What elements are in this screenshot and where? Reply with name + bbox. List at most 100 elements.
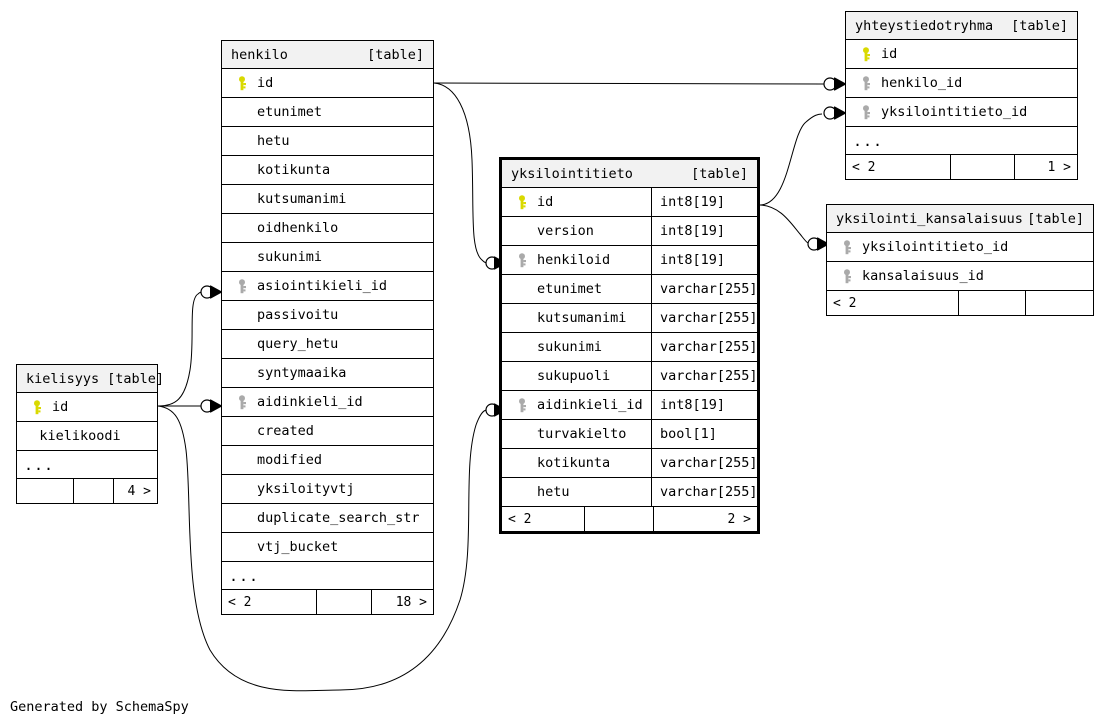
more-columns-ellipsis: ...: [222, 562, 433, 590]
column-type-cell: int8[19]: [651, 188, 757, 216]
table-name-label: henkilo: [231, 46, 288, 63]
column-name-cell: id: [846, 40, 1077, 68]
foreign-key-icon: [511, 252, 533, 268]
column-row-henkilo-etunimet[interactable]: etunimet: [222, 98, 433, 127]
column-row-kielisyys-kielikoodi[interactable]: kielikoodi: [17, 422, 157, 451]
table-henkilo[interactable]: henkilo[table] id etunimet hetu kotikunta kut…: [221, 40, 434, 615]
column-row-yhteystiedotryhma-id[interactable]: id: [846, 40, 1077, 69]
column-label: version: [537, 223, 594, 239]
footer-child-count[interactable]: 18 >: [395, 594, 427, 610]
column-row-henkilo-yksiloityvtj[interactable]: yksiloityvtj: [222, 475, 433, 504]
column-label: kotikunta: [257, 162, 331, 178]
column-name-cell: yksilointitieto_id: [827, 233, 1093, 261]
table-name-label: yksilointitieto: [511, 165, 633, 182]
footer-child-count[interactable]: 4 >: [127, 483, 151, 499]
column-row-henkilo-id[interactable]: id: [222, 69, 433, 98]
column-row-henkilo-modified[interactable]: modified: [222, 446, 433, 475]
column-label: yksiloityvtj: [257, 481, 355, 497]
column-label: sukunimi: [257, 249, 323, 265]
column-label: id: [257, 75, 274, 91]
foreign-key-icon: [855, 75, 877, 91]
column-label: created: [257, 423, 314, 439]
column-row-yhteystiedotryhma-yksilointitieto_id[interactable]: yksilointitieto_id: [846, 98, 1077, 127]
column-row-henkilo-kutsumanimi[interactable]: kutsumanimi: [222, 185, 433, 214]
column-name-cell: passivoitu: [222, 301, 433, 329]
table-footer-henkilo: < 2 18 >: [222, 590, 433, 614]
footer-parent-count[interactable]: < 2: [228, 594, 252, 610]
footer-parent-count[interactable]: [17, 479, 73, 503]
footer-child-count[interactable]: [1026, 291, 1093, 315]
column-name-cell: yksilointitieto_id: [846, 98, 1077, 126]
column-row-henkilo-duplicate_search_str[interactable]: duplicate_search_str: [222, 504, 433, 533]
edge-kielisyys-id-to-henkilo-aidinkieli-id: [158, 399, 222, 413]
table-header-henkilo: henkilo[table]: [222, 41, 433, 69]
column-type-cell: int8[19]: [651, 246, 757, 274]
column-row-yksilointitieto-id[interactable]: id int8[19]: [502, 188, 757, 217]
column-row-henkilo-query_hetu[interactable]: query_hetu: [222, 330, 433, 359]
column-row-henkilo-passivoitu[interactable]: passivoitu: [222, 301, 433, 330]
column-name-cell: modified: [222, 446, 433, 474]
footer-parent-count[interactable]: < 2: [508, 511, 532, 527]
column-row-kielisyys-id[interactable]: id: [17, 393, 157, 422]
column-name-cell: id: [222, 69, 433, 97]
column-name-cell: yksiloityvtj: [222, 475, 433, 503]
column-label: kansalaisuus_id: [862, 268, 984, 284]
column-name-cell: kansalaisuus_id: [827, 262, 1093, 290]
column-row-henkilo-vtj_bucket[interactable]: vtj_bucket: [222, 533, 433, 562]
column-label: aidinkieli_id: [537, 397, 643, 413]
edge-yksilointitieto-id-to-yksilointi-kansalaisuus-yksilointitieto-id: [759, 204, 829, 251]
edge-yksilointitieto-id-to-yhteystiedotryhma-yksilointitieto-id: [759, 106, 846, 206]
column-row-yksilointi_kansalaisuus-kansalaisuus_id[interactable]: kansalaisuus_id: [827, 262, 1093, 291]
column-label: hetu: [257, 133, 290, 149]
column-row-yksilointi_kansalaisuus-yksilointitieto_id[interactable]: yksilointitieto_id: [827, 233, 1093, 262]
table-kind-label: [table]: [691, 165, 748, 182]
column-label: id: [537, 194, 554, 210]
column-row-henkilo-hetu[interactable]: hetu: [222, 127, 433, 156]
column-name-cell: id: [17, 393, 157, 421]
column-row-henkilo-aidinkieli_id[interactable]: aidinkieli_id: [222, 388, 433, 417]
primary-key-icon: [231, 75, 253, 91]
column-label: kielikoodi: [39, 428, 121, 444]
column-row-henkilo-created[interactable]: created: [222, 417, 433, 446]
column-name-cell: etunimet: [502, 275, 651, 303]
column-label: kutsumanimi: [257, 191, 347, 207]
column-label: kutsumanimi: [537, 310, 627, 326]
table-footer-kielisyys: 4 >: [17, 479, 157, 503]
footer-child-count[interactable]: 1 >: [1047, 159, 1071, 175]
column-name-cell: sukupuoli: [502, 362, 651, 390]
column-name-cell: turvakielto: [502, 420, 651, 448]
footer-parent-count[interactable]: < 2: [833, 295, 857, 311]
column-label: etunimet: [537, 281, 603, 297]
column-name-cell: query_hetu: [222, 330, 433, 358]
column-row-henkilo-asiointikieli_id[interactable]: asiointikieli_id: [222, 272, 433, 301]
table-name-label: kielisyys: [26, 370, 100, 387]
column-name-cell: etunimet: [222, 98, 433, 126]
column-row-henkilo-syntymaaika[interactable]: syntymaaika: [222, 359, 433, 388]
footer-child-count[interactable]: 2 >: [727, 511, 751, 527]
column-row-henkilo-sukunimi[interactable]: sukunimi: [222, 243, 433, 272]
column-name-cell: kielikoodi: [17, 422, 157, 450]
footer-parent-count[interactable]: < 2: [852, 159, 876, 175]
column-row-yhteystiedotryhma-henkilo_id[interactable]: henkilo_id: [846, 69, 1077, 98]
column-label: id: [52, 399, 69, 415]
table-yksilointi_kansalaisuus[interactable]: yksilointi_kansalaisuus[table]yksilointi…: [826, 204, 1094, 316]
column-name-cell: henkilo_id: [846, 69, 1077, 97]
foreign-key-icon: [231, 394, 253, 410]
column-row-henkilo-kotikunta[interactable]: kotikunta: [222, 156, 433, 185]
column-row-henkilo-oidhenkilo[interactable]: oidhenkilo: [222, 214, 433, 243]
column-name-cell: syntymaaika: [222, 359, 433, 387]
